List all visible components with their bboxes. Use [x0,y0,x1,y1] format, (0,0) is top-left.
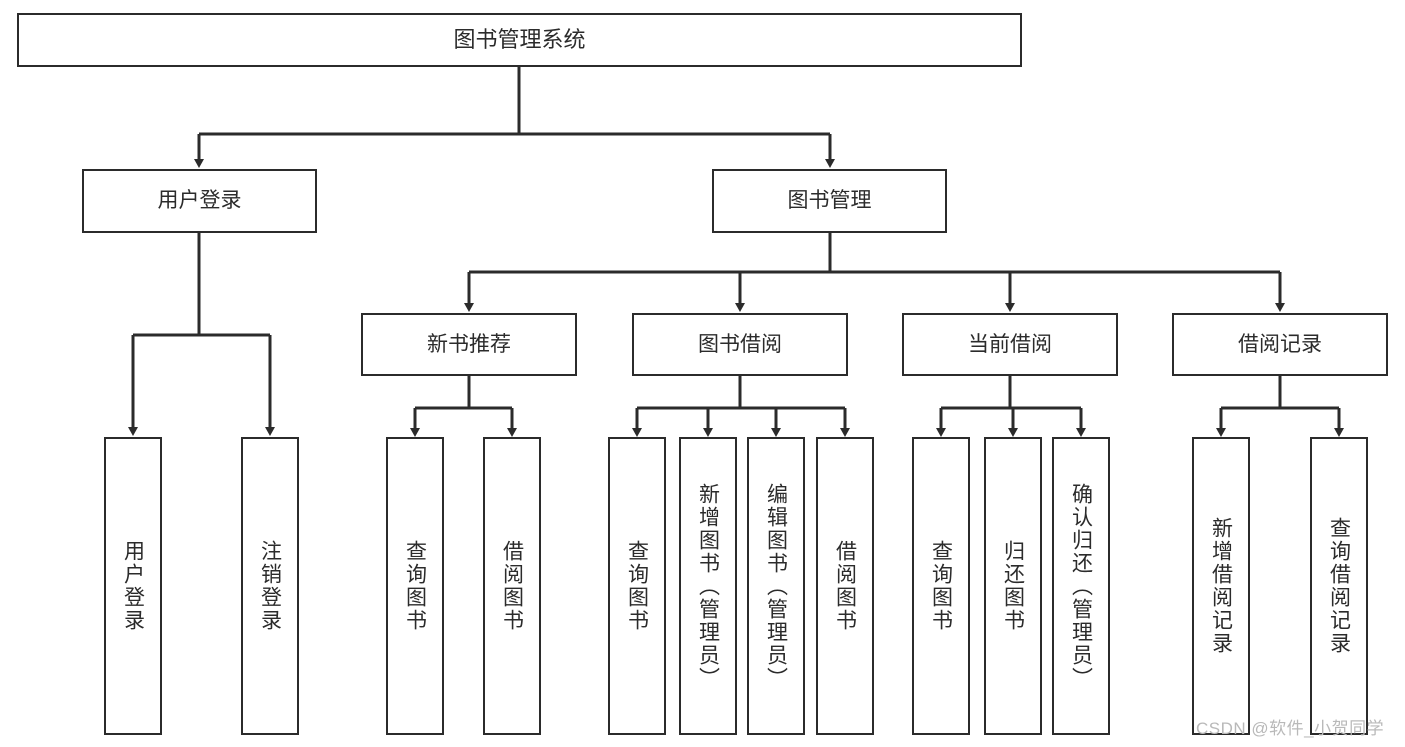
node-new-book-recommend[interactable]: 新书推荐 [361,313,577,376]
leaf-query-book-recommend[interactable]: 查询图书 [386,437,444,735]
borrow-book-connectors [632,376,850,437]
root-connectors [194,67,835,168]
leaf-edit-book-admin[interactable]: 编辑图书（管理员） [747,437,805,735]
current-borrow-connectors [936,376,1086,437]
leaf-add-borrow-record-label: 新增借阅记录 [1209,517,1233,655]
watermark-text: CSDN @软件_小贺同学 [1196,719,1385,738]
borrow-record-connectors [1216,376,1344,437]
user-login-connectors [128,233,275,436]
node-user-login-label: 用户登录 [157,189,242,213]
leaf-borrow-book-recommend[interactable]: 借阅图书 [483,437,541,735]
leaf-confirm-return-admin[interactable]: 确认归还（管理员） [1052,437,1110,735]
node-book-borrow-label: 图书借阅 [698,332,782,356]
leaf-edit-book-admin-label: 编辑图书（管理员） [764,482,788,690]
leaf-query-book-recommend-label: 查询图书 [403,540,427,632]
leaf-logout-label: 注销登录 [258,540,282,632]
leaf-borrow-book[interactable]: 借阅图书 [816,437,874,735]
leaf-logout[interactable]: 注销登录 [241,437,299,735]
leaf-return-book[interactable]: 归还图书 [984,437,1042,735]
leaf-borrow-book-recommend-label: 借阅图书 [500,540,524,632]
leaf-return-book-label: 归还图书 [1001,540,1025,632]
node-borrow-record[interactable]: 借阅记录 [1172,313,1388,376]
leaf-query-borrow-record[interactable]: 查询借阅记录 [1310,437,1368,735]
node-current-borrow[interactable]: 当前借阅 [902,313,1118,376]
node-root[interactable]: 图书管理系统 [17,13,1022,67]
leaf-add-book-admin-label: 新增图书（管理员） [696,482,720,690]
node-book-management-label: 图书管理 [787,189,872,213]
leaf-user-login[interactable]: 用户登录 [104,437,162,735]
leaf-user-login-label: 用户登录 [121,540,145,632]
leaf-query-book-borrow[interactable]: 查询图书 [608,437,666,735]
node-current-borrow-label: 当前借阅 [968,332,1052,356]
leaf-add-borrow-record[interactable]: 新增借阅记录 [1192,437,1250,735]
node-new-book-recommend-label: 新书推荐 [427,332,511,356]
node-root-label: 图书管理系统 [453,26,586,52]
node-borrow-record-label: 借阅记录 [1238,332,1322,356]
leaf-borrow-book-label: 借阅图书 [833,540,857,632]
leaf-add-book-admin[interactable]: 新增图书（管理员） [679,437,737,735]
leaf-query-book-borrow-label: 查询图书 [625,540,649,632]
book-manage-connectors [464,233,1285,312]
node-book-management[interactable]: 图书管理 [712,169,947,233]
leaf-query-borrow-record-label: 查询借阅记录 [1327,517,1351,655]
leaf-query-book-current[interactable]: 查询图书 [912,437,970,735]
node-user-login[interactable]: 用户登录 [82,169,317,233]
new-book-connectors [410,376,517,437]
leaf-confirm-return-admin-label: 确认归还（管理员） [1069,482,1093,690]
node-book-borrow[interactable]: 图书借阅 [632,313,848,376]
leaf-query-book-current-label: 查询图书 [929,540,953,632]
